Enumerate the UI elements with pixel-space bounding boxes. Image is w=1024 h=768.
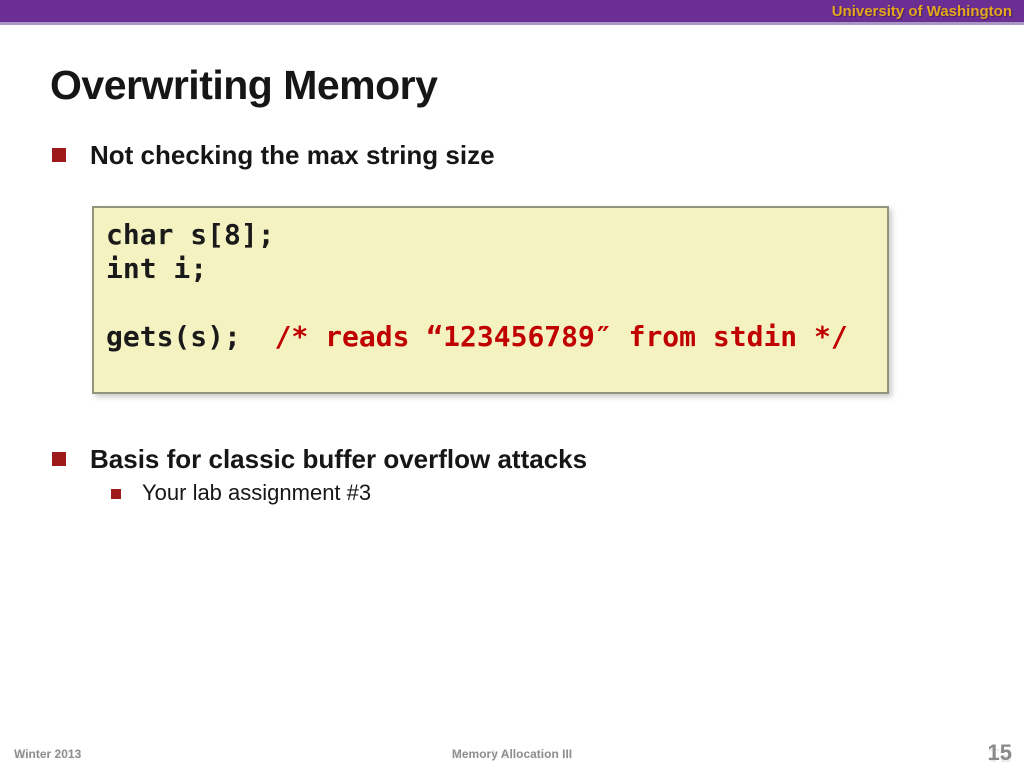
slide-title: Overwriting Memory — [50, 62, 438, 108]
sub-bullet-square-icon — [111, 489, 121, 499]
code-statement: gets(s); — [106, 320, 275, 353]
code-line-4: gets(s); /* reads “123456789″ from stdin… — [106, 320, 887, 354]
banner-accent-strip — [0, 22, 1024, 25]
footer-page-number: 15 — [988, 740, 1012, 766]
code-line-2: int i; — [106, 252, 208, 285]
code-comment: /* reads “123456789″ from stdin */ — [274, 320, 848, 353]
code-line-3 — [106, 286, 887, 320]
sub-bullet-text: Your lab assignment #3 — [142, 480, 372, 505]
bullet-text: Basis for classic buffer overflow attack… — [90, 444, 588, 474]
bullet-square-icon — [52, 148, 66, 162]
top-banner: University of Washington — [0, 0, 1024, 22]
university-label: University of Washington — [831, 2, 1012, 20]
code-line-1: char s[8]; — [106, 218, 275, 251]
bullet-item-max-string: Not checking the max string size — [52, 140, 495, 171]
bullet-text: Not checking the max string size — [90, 140, 495, 170]
footer-lecture-title: Memory Allocation III — [0, 747, 1024, 761]
bullet-item-buffer-overflow: Basis for classic buffer overflow attack… — [52, 444, 587, 475]
bullet-square-icon — [52, 452, 66, 466]
code-snippet-box: char s[8]; int i; gets(s); /* reads “123… — [92, 206, 889, 394]
sub-bullet-lab-assignment: Your lab assignment #3 — [111, 480, 371, 506]
